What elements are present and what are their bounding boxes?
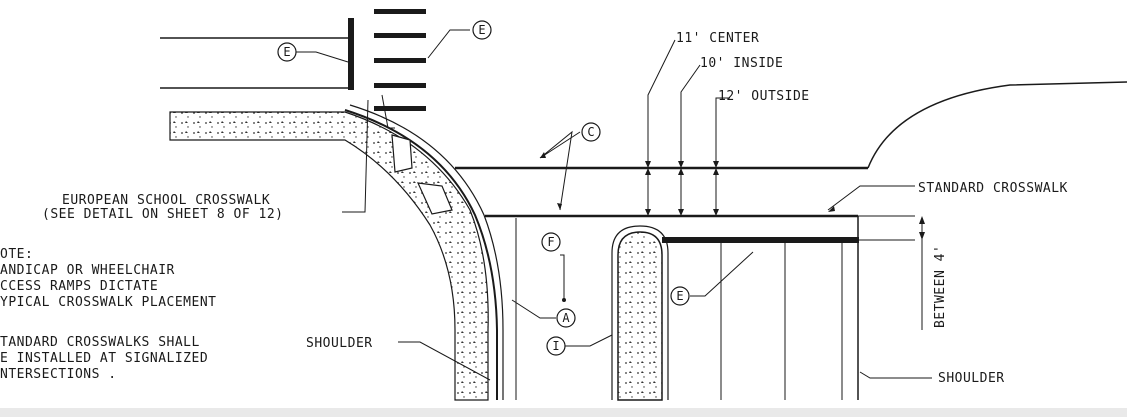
note-line: YPICAL CROSSWALK PLACEMENT (0, 295, 217, 310)
label-shoulder-left: SHOULDER (306, 336, 373, 351)
svg-text:E: E (676, 289, 683, 303)
callout-e-bottom: E (670, 286, 690, 306)
ramp-block-upper (391, 134, 413, 173)
european-crosswalk-stripes (374, 9, 426, 111)
label-european-line1: EUROPEAN SCHOOL CROSSWALK (62, 193, 270, 208)
note-line: TANDARD CROSSWALKS SHALL (0, 335, 200, 350)
curb-inner-line (344, 109, 498, 400)
label-outside: 12' OUTSIDE (718, 89, 810, 104)
median-island-outer (611, 225, 669, 400)
label-european-line2: (SEE DETAIL ON SHEET 8 OF 12) (42, 207, 283, 222)
svg-text:E: E (478, 23, 485, 37)
label-inside: 10' INSIDE (700, 56, 783, 71)
callout-i: I (546, 336, 566, 356)
note-line: ANDICAP OR WHEELCHAIR (0, 263, 175, 278)
bottom-edge-band (0, 408, 1127, 417)
stop-bar-horizontal (662, 237, 859, 243)
dimension-lines (645, 39, 730, 216)
callout-c: C (581, 122, 601, 142)
svg-text:C: C (587, 125, 594, 139)
leader-lines (296, 29, 932, 381)
label-standard-crosswalk: STANDARD CROSSWALK (918, 181, 1068, 196)
between-dimension (919, 216, 925, 330)
ramp-block-lower (417, 182, 453, 215)
callout-a: A (556, 308, 576, 328)
note-line: E INSTALLED AT SIGNALIZED (0, 351, 208, 366)
curb-sidewalk-fill (169, 111, 489, 401)
callout-e-top-left: E (277, 42, 297, 62)
label-shoulder-right: SHOULDER (938, 371, 1005, 386)
note-line: NTERSECTIONS . (0, 367, 117, 382)
note-line: CCESS RAMPS DICTATE (0, 279, 158, 294)
callout-e-top-right: E (472, 20, 492, 40)
stop-bar-vertical (348, 18, 354, 90)
svg-text:F: F (547, 235, 554, 249)
lane-lines (515, 216, 859, 400)
svg-text:A: A (562, 311, 570, 325)
svg-text:I: I (552, 339, 559, 353)
label-between: BETWEEN 4' (933, 245, 948, 328)
label-center: 11' CENTER (676, 31, 759, 46)
note-line: OTE: (0, 247, 33, 262)
road-curve-right (867, 81, 1127, 169)
median-island (617, 231, 663, 401)
note-block: OTE: ANDICAP OR WHEELCHAIR CCESS RAMPS D… (0, 247, 217, 382)
callout-f: F (541, 232, 561, 252)
svg-text:E: E (283, 45, 290, 59)
curb-outer-line (349, 104, 504, 400)
